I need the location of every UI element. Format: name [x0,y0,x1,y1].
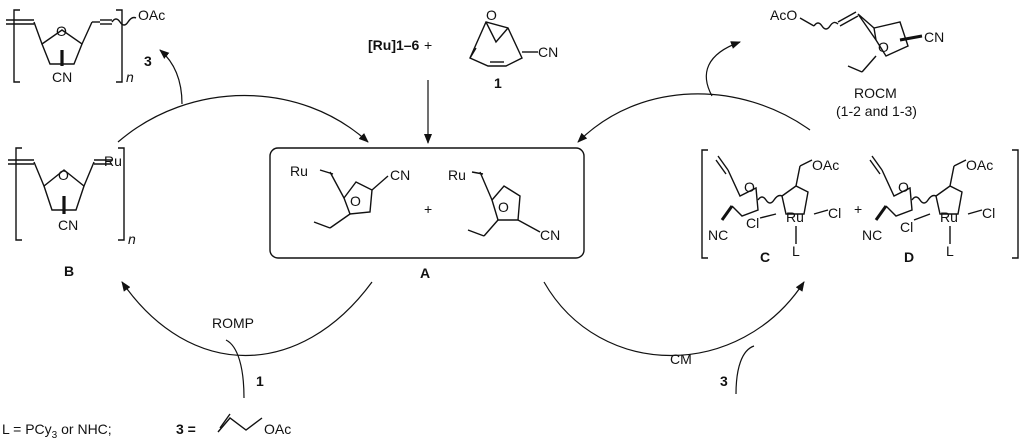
polymer-b-ring-o: O [58,167,69,183]
arc-cd-to-a [577,93,811,143]
monomer-number: 1 [494,75,502,91]
a-plus: + [424,201,432,217]
reagents-row: [Ru]1–6 + O CN 1 [368,7,558,91]
rocm-aco: AcO [770,7,797,23]
c-nc: NC [708,227,728,243]
branch-to-top-polymer [159,49,183,105]
footer-three-eq: 3 = [176,421,196,437]
d-oac: OAc [966,157,993,173]
polymer-top-n: n [126,69,134,85]
polymer-b-n: n [128,231,136,247]
branch-reagent-3 [735,345,755,395]
c-oac: OAc [812,157,839,173]
top-left-reagent-3: 3 [144,53,152,69]
monomer-1-structure: O CN [469,7,558,67]
intermediate-a-right: Ru O CN [448,167,560,243]
metallacycles-plus: + [854,201,862,217]
romp-label: ROMP [212,315,254,331]
a-left-ru: Ru [290,163,308,179]
footer-l-def: L = PCy3 or NHC; [2,421,112,441]
polymer-b-structure: O CN Ru n [8,147,136,247]
polymer-top-cn: CN [52,69,72,85]
branch-reagent-1 [225,339,245,399]
c-ru: Ru [786,209,804,225]
d-l: L [946,243,954,259]
catalyst-label: [Ru]1–6 [368,37,420,53]
reagent-plus: + [424,37,432,53]
intermediate-a-box: Ru O CN + Ru O CN [269,147,585,259]
d-cl-left: Cl [900,219,913,235]
polymer-top-ring-o: O [56,23,67,39]
footer-oac: OAc [264,421,291,437]
metallacycle-d-label: D [904,249,914,265]
a-right-ru: Ru [448,167,466,183]
d-ring-o: O [898,179,909,195]
d-cl-right: Cl [982,205,995,221]
polymer-top-oac: OAc [138,7,165,23]
intermediate-a-label: A [420,265,430,281]
intermediate-a-left: Ru O CN [290,163,410,229]
rocm-ring-o: O [878,39,889,55]
monomer-ring-o: O [486,7,497,23]
branch-to-rocm [705,41,741,97]
metallacycle-c-structure: O OAc Ru Cl Cl L NC [708,155,841,259]
allyl-acetate-structure [217,417,263,433]
a-left-cn: CN [390,167,410,183]
a-left-ring-o: O [350,193,361,209]
rocm-label-line2: (1-2 and 1-3) [836,103,917,119]
rocm-cn: CN [924,29,944,45]
metallacycle-c-label: C [760,249,770,265]
arc-cm [543,281,805,357]
monomer-cn: CN [538,44,558,60]
c-ring-o: O [744,179,755,195]
polymer-top-structure: O CN OAc n [6,7,165,85]
polymer-b-cn: CN [58,217,78,233]
polymer-b-ru: Ru [104,153,122,169]
arc-romp [121,281,373,356]
footer-definitions: L = PCy3 or NHC; 3 = OAc [2,413,291,441]
a-right-ring-o: O [498,199,509,215]
arc-b-to-a [117,94,369,143]
cm-label: CM [670,351,692,367]
c-cl-left: Cl [746,215,759,231]
a-right-cn: CN [540,227,560,243]
d-nc: NC [862,227,882,243]
c-cl-right: Cl [828,205,841,221]
romp-reagent-1: 1 [256,373,264,389]
rocm-product-structure: AcO O CN ROCM (1-2 and 1-3) [770,7,944,119]
rocm-label-line1: ROCM [854,85,897,101]
polymer-b-label: B [64,263,74,279]
metallacycle-d-structure: O OAc Ru Cl Cl L NC [862,155,995,259]
metallacycles-bracket [701,149,1019,259]
cm-reagent-3: 3 [720,373,728,389]
d-ru: Ru [940,209,958,225]
c-l: L [792,243,800,259]
